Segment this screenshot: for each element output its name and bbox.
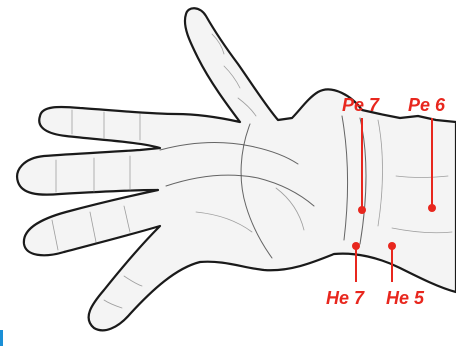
hand-outline xyxy=(17,8,456,330)
corner-mark xyxy=(0,330,3,346)
pe7-label: Pe 7 xyxy=(342,95,380,115)
hand-illustration xyxy=(17,8,456,330)
pe7-dot xyxy=(358,206,366,214)
he7-label: He 7 xyxy=(326,288,365,308)
he5-label: He 5 xyxy=(386,288,425,308)
pe6-label: Pe 6 xyxy=(408,95,446,115)
pe6-dot xyxy=(428,204,436,212)
